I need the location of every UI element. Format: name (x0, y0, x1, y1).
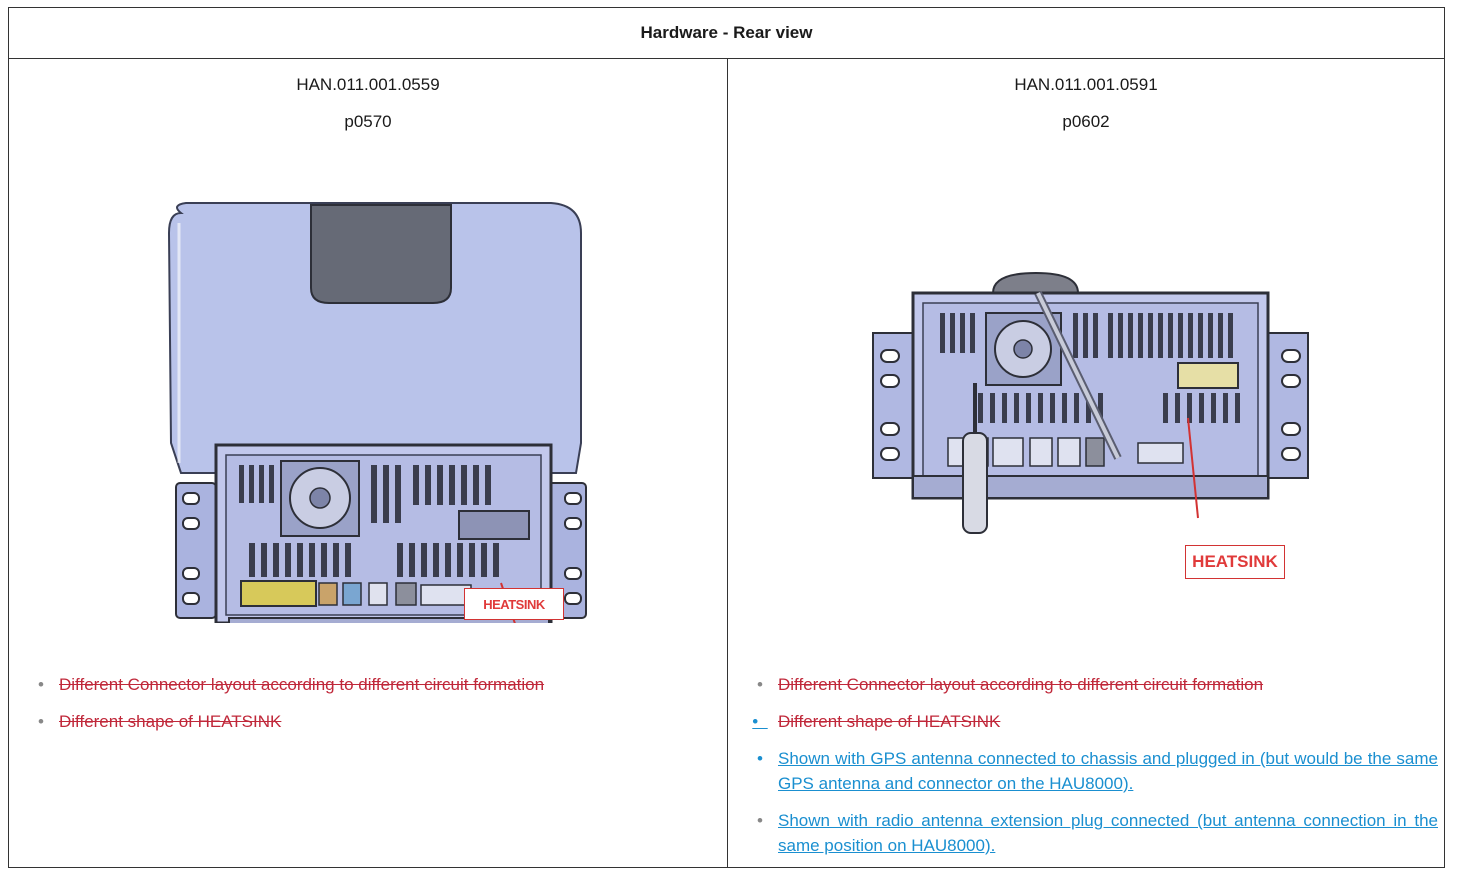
list-item: •Shown with radio antenna extension plug… (757, 811, 1438, 855)
table-header: Hardware - Rear view (9, 8, 1444, 59)
left-page-number: p0570 (344, 112, 392, 131)
right-document-code: HAN.011.001.0591 (1014, 75, 1158, 94)
right-bullet-list: •Different Connector layout according to… (750, 672, 1438, 870)
right-page-number: p0602 (1062, 112, 1110, 131)
list-item: •Shown with GPS antenna connected to cha… (757, 749, 1438, 793)
left-column: HAN.011.001.0559 p0570 (9, 58, 728, 867)
rear-view-table: Hardware - Rear view HAN.011.001.0559 p0… (8, 7, 1445, 868)
right-column: HAN.011.001.0591 p0602 (728, 58, 1444, 867)
left-rear-view-drawing (167, 202, 587, 623)
left-document-code: HAN.011.001.0559 (296, 75, 440, 94)
left-heatsink-label: HEATSINK (464, 588, 564, 620)
list-item: •Different Connector layout according to… (38, 675, 545, 694)
header-title: Hardware - Rear view (640, 23, 813, 42)
list-item: •Different shape of HEATSINK (38, 712, 282, 731)
list-item: •Different Connector layout according to… (757, 675, 1264, 694)
right-rear-view-drawing (872, 271, 1309, 534)
right-heatsink-label: HEATSINK (1185, 545, 1285, 579)
list-item: • Different shape of HEATSINK (752, 712, 1001, 731)
left-bullet-list: •Different Connector layout according to… (31, 672, 711, 746)
